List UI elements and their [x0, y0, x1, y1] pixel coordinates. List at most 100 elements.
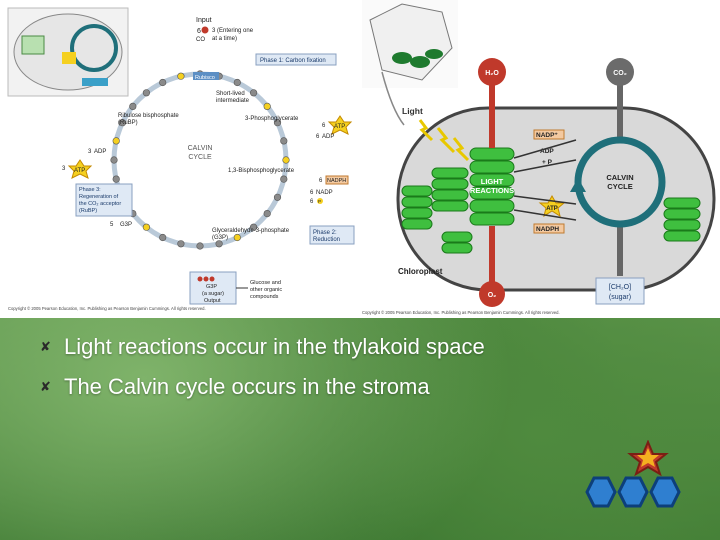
bullet-text: The Calvin cycle occurs in the stroma: [64, 374, 430, 399]
calvin-cycle-diagram: CALVIN CYCLE Input 6 3 (Entering one at …: [7, 7, 355, 311]
atp-top-label: ATP: [334, 124, 345, 130]
cycle-molecule: [215, 240, 223, 248]
bullet-item: ✘ Light reactions occur in the thylakoid…: [40, 330, 680, 370]
calvin-copyright: Copyright © 2005 Pearson Education, Inc.…: [8, 306, 206, 311]
phase3-3: the CO₂ acceptor: [79, 201, 121, 207]
rubp-label-1: Ribulose bisphosphate: [118, 113, 179, 119]
adp-top-label: ADP: [322, 134, 334, 140]
rubisco-label: Rubisco: [195, 75, 215, 81]
glucose-2: other organic: [250, 287, 282, 293]
g3p-full-2: (G3P): [212, 235, 228, 241]
input-label: Input: [196, 17, 212, 24]
cycle-molecule: [142, 223, 150, 231]
nadp-box: [533, 129, 565, 140]
co2-molecule: [201, 26, 209, 34]
adp-top-count: 6: [316, 134, 320, 140]
zoom-connector: [381, 71, 405, 126]
atp-star: [538, 194, 566, 218]
cycle-molecule: [233, 233, 241, 242]
sugar-vertical-arrow: [617, 226, 623, 276]
bullet-text: Light reactions occur in the thylakoid s…: [64, 334, 485, 359]
cycle-molecule: [112, 137, 120, 145]
chloroplast-label: Chloroplast: [398, 267, 443, 276]
short-lived-1: Short-lived: [216, 91, 245, 97]
atp-star-left: [67, 159, 93, 179]
nadph-box: [325, 175, 349, 185]
cell-inset: [362, 0, 458, 88]
phase3-4: (RuBP): [79, 208, 97, 214]
atp-left-label: ATP: [74, 168, 85, 174]
glucose-3: compounds: [250, 294, 279, 300]
phase1-box: [255, 53, 337, 66]
glucose-1: Glucose and: [250, 280, 281, 286]
cycle-molecule: [118, 119, 127, 127]
g3p-full-1: Glyceraldehyde-3-phosphate: [212, 228, 290, 234]
calvin-cycle-arrowhead: [570, 178, 586, 192]
h2o-molecule: [478, 58, 506, 86]
output-molecule-2: [203, 276, 209, 282]
input-count: 6: [197, 28, 201, 35]
cycle-molecule: [112, 175, 120, 183]
phase3-1: Phase 3:: [79, 187, 101, 193]
x-mark-icon: ✘: [40, 339, 51, 354]
cycle-center-label: CALVIN: [188, 145, 213, 152]
output-molecule: [197, 276, 203, 282]
pga-label: 3-Phosphoglycerate: [245, 116, 299, 122]
sugar-label-1: [CH₂O]: [609, 284, 631, 291]
cycle-molecule: [129, 102, 137, 110]
nadp-label: NADP⁺: [536, 132, 558, 139]
o2-vertical-arrow: [489, 226, 495, 282]
x-mark-icon: ✘: [40, 379, 51, 394]
atp-arrow: [513, 195, 577, 205]
g3p-count: 5: [110, 222, 114, 228]
light-reactions-label-2: REACTIONS: [470, 186, 514, 195]
g3p-left-label: G3P: [120, 222, 132, 228]
phase3-box: [75, 183, 133, 217]
output-g3p: G3P: [206, 284, 217, 290]
phase2-label-2: Reduction: [313, 237, 340, 243]
nadp-count: 6: [310, 190, 314, 196]
cycle-center-label-2: CYCLE: [188, 154, 212, 161]
chloroplast-copyright: Copyright © 2005 Pearson Education, Inc.…: [362, 310, 560, 315]
cycle-molecule: [233, 78, 241, 87]
cycle-molecule: [282, 156, 290, 164]
atp-top-count: 6: [322, 123, 326, 129]
output-molecule-3: [209, 276, 215, 282]
cycle-molecule: [273, 193, 282, 201]
output-label: Output: [204, 298, 221, 304]
adp-arrow: [513, 159, 577, 173]
p-label: P: [318, 199, 321, 204]
phase2-box: [309, 225, 355, 245]
hexagon-star-icon: [585, 440, 681, 508]
phase3-2: Regeneration of: [79, 194, 119, 200]
co2-label: CO₂: [613, 70, 627, 77]
o2-molecule: [479, 281, 505, 307]
nadph-arrow: [513, 209, 577, 221]
granum-right: [663, 197, 701, 242]
nadp-label: NADP: [316, 190, 333, 196]
h2o-label: H₂O: [485, 70, 499, 77]
short-lived-2: intermediate: [216, 98, 250, 104]
nadph-label: NADPH: [536, 226, 559, 233]
input-sub-2: at a time): [212, 36, 237, 42]
co2-molecule: [606, 58, 634, 86]
light-ray-3: [452, 137, 470, 162]
light-label: Light: [402, 106, 423, 116]
cycle-molecule: [159, 78, 167, 87]
adp-left-label: ADP: [94, 149, 106, 155]
granum-left-bottom: [401, 185, 433, 230]
cycle-molecule: [177, 240, 185, 248]
rubp-label-2: (RuBP): [118, 120, 138, 126]
nadp-arrow: [513, 139, 577, 159]
atp-left-count: 3: [62, 166, 66, 172]
nadph-label: NADPH: [327, 178, 346, 184]
input-sub-1: 3 (Entering one: [212, 28, 254, 34]
calvin-cycle-label-1: CALVIN: [606, 173, 633, 182]
chloroplast-diagram: Light LIGHT REACTIONS H₂O O₂: [362, 0, 716, 315]
output-sugar: (a sugar): [202, 291, 224, 297]
bpg-label: 1,3-Bisphosphoglycerate: [228, 168, 295, 174]
plus-p-label: + P: [542, 159, 553, 166]
cycle-molecule: [263, 102, 271, 110]
adp-label: ADP: [540, 148, 554, 155]
co2-label: CO: [196, 37, 205, 43]
